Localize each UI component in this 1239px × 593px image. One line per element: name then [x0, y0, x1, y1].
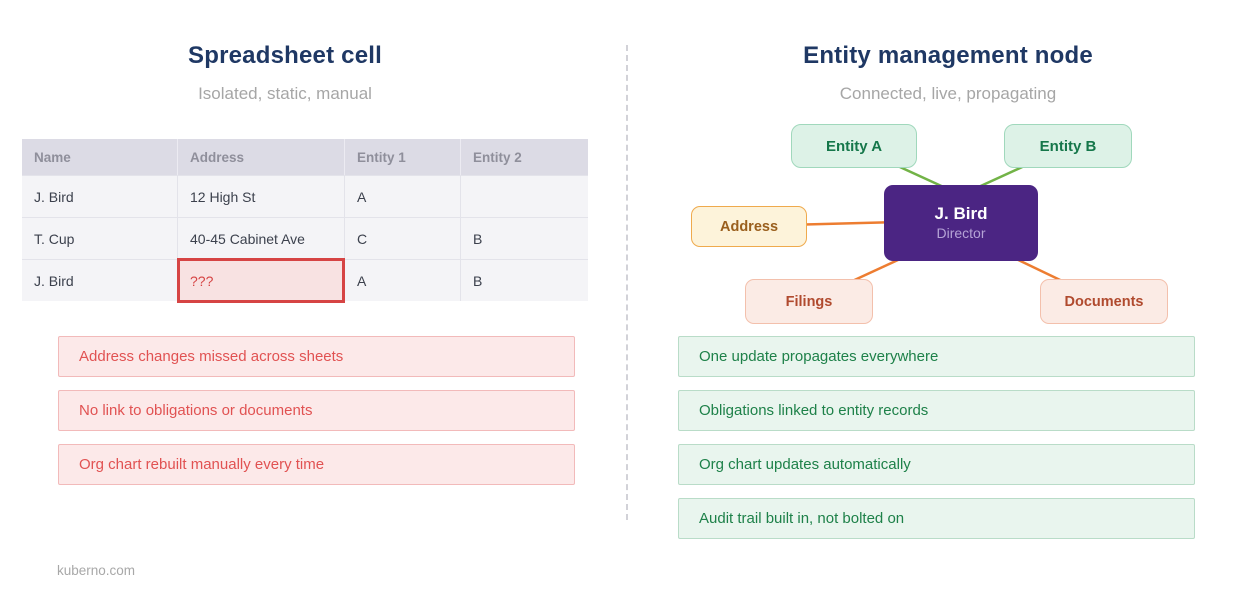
column-header-name: Name	[22, 139, 177, 175]
column-header-address: Address	[177, 139, 344, 175]
person-node: J. Bird Director	[884, 185, 1038, 261]
table-row: J. Bird ??? A B	[22, 258, 588, 303]
issue-item: Org chart rebuilt manually every time	[58, 444, 575, 485]
column-header-entity1: Entity 1	[344, 139, 460, 175]
table-row: T. Cup 40-45 Cabinet Ave C B	[22, 217, 588, 259]
left-panel-subtitle: Isolated, static, manual	[198, 84, 372, 103]
panel-divider	[626, 45, 628, 520]
table-header-row: Name Address Entity 1 Entity 2	[22, 139, 588, 175]
table-cell: 40-45 Cabinet Ave	[177, 217, 344, 259]
table-cell: B	[460, 217, 588, 259]
address-satellite-node: Address	[691, 206, 807, 247]
issue-item: No link to obligations or documents	[58, 390, 575, 431]
benefit-item: Obligations linked to entity records	[678, 390, 1195, 431]
column-header-entity2: Entity 2	[460, 139, 588, 175]
table-cell	[460, 175, 588, 217]
table-cell: T. Cup	[22, 217, 177, 259]
flagged-address-cell: ???	[177, 258, 345, 303]
table-cell: A	[344, 175, 460, 217]
documents-satellite-node: Documents	[1040, 279, 1168, 324]
table-row: J. Bird 12 High St A	[22, 175, 588, 217]
filings-satellite-node: Filings	[745, 279, 873, 324]
right-panel-subtitle: Connected, live, propagating	[839, 84, 1057, 103]
benefit-item: One update propagates everywhere	[678, 336, 1195, 377]
issue-item: Address changes missed across sheets	[58, 336, 575, 377]
table-cell: A	[344, 259, 460, 301]
table-cell: 12 High St	[177, 175, 344, 217]
table-cell: B	[460, 259, 588, 301]
person-node-role: Director	[936, 224, 986, 241]
benefit-item: Org chart updates automatically	[678, 444, 1195, 485]
entity-a-node: Entity A	[791, 124, 917, 168]
spreadsheet-table: Name Address Entity 1 Entity 2 J. Bird 1…	[22, 139, 588, 303]
person-node-name: J. Bird	[934, 203, 988, 223]
left-panel-title: Spreadsheet cell	[188, 42, 382, 69]
table-body: J. Bird 12 High St A T. Cup 40-45 Cabine…	[22, 175, 588, 303]
table-cell: J. Bird	[22, 175, 177, 217]
table-cell: C	[344, 217, 460, 259]
entity-b-node: Entity B	[1004, 124, 1132, 168]
right-panel-title: Entity management node	[803, 42, 1093, 69]
site-attribution: kuberno.com	[57, 563, 136, 578]
table-cell: J. Bird	[22, 259, 177, 301]
benefit-item: Audit trail built in, not bolted on	[678, 498, 1195, 539]
